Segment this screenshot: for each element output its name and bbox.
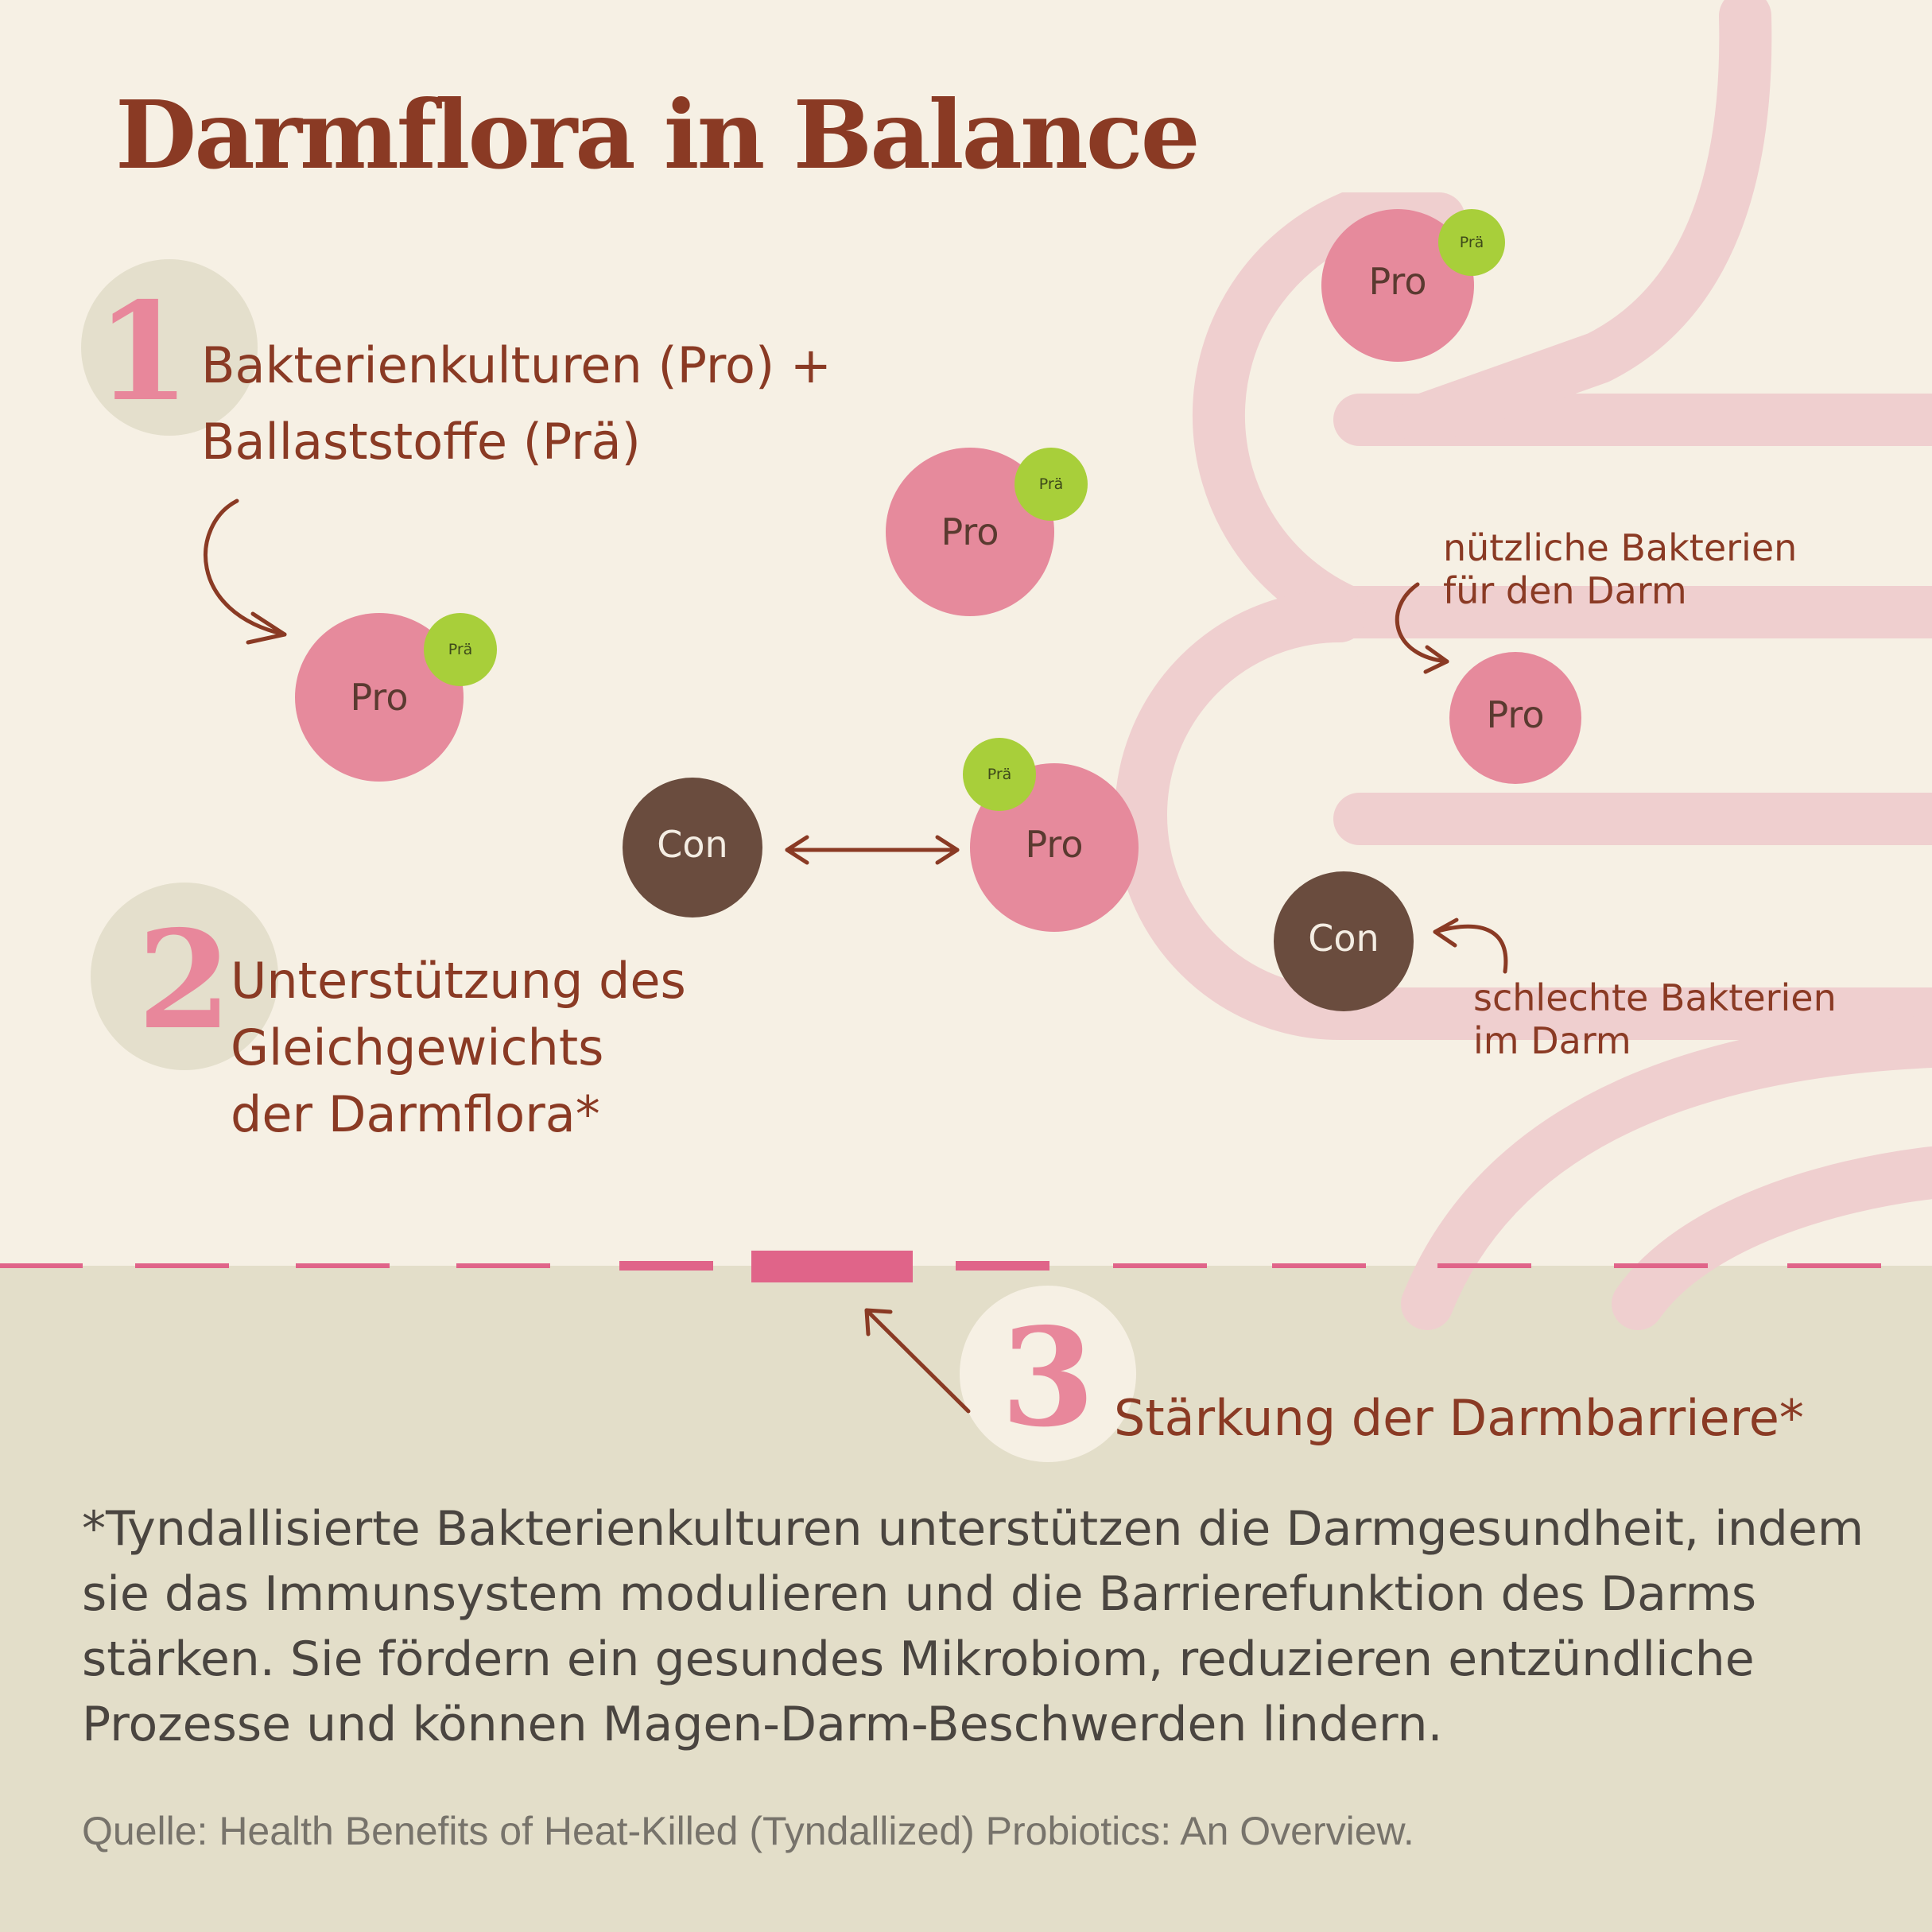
intestine-curve-top-right-2: [1741, 239, 1932, 420]
bad-bacteria-label: schlechte Bakterien im Darm: [1473, 976, 1837, 1062]
step1-line2: Ballaststoffe (Prä): [201, 413, 641, 471]
svg-text:Pro: Pro: [1026, 823, 1084, 866]
svg-text:Prä: Prä: [987, 766, 1012, 783]
svg-text:Prä: Prä: [1460, 234, 1484, 251]
step1-line1: Bakterienkulturen (Pro) +: [201, 336, 832, 394]
step2-text: Unterstützung des Gleichgewichts der Dar…: [231, 948, 686, 1148]
step3-number: 3: [1001, 1298, 1095, 1457]
good-bacteria-label: nützliche Bakterien für den Darm: [1443, 526, 1797, 612]
arrow-step3-to-barrier: [864, 1308, 971, 1414]
footnote: *Tyndallisierte Bakterienkulturen unters…: [82, 1501, 1864, 1752]
bacterium-pro-4: Pro Prä: [963, 738, 1139, 932]
step2-line1: Unterstützung des: [231, 952, 686, 1010]
step1-text: Bakterienkulturen (Pro) + Ballaststoffe …: [201, 332, 832, 475]
prebiotic-1: [424, 613, 497, 686]
step2-line3: der Darmflora*: [231, 1085, 600, 1143]
step1-disc: [81, 259, 258, 436]
step3-line1: Stärkung der Darmbarriere*: [1114, 1389, 1804, 1447]
intestine-arc-upper: [1192, 192, 1932, 638]
svg-text:Pro: Pro: [1487, 693, 1545, 736]
step3-text: Stärkung der Darmbarriere*: [1114, 1385, 1804, 1452]
intestine-curve-bottom-2: [1612, 1146, 1932, 1330]
double-arrow-con-pro: [785, 835, 960, 865]
arrow-step1-to-pro: [204, 499, 287, 645]
svg-text:Pro: Pro: [941, 510, 999, 553]
step3-disc: [960, 1286, 1136, 1462]
good-bacteria-label-line2: für den Darm: [1443, 569, 1687, 612]
barrier-line: [0, 1251, 1881, 1282]
intestine-tubes: [1115, 0, 1932, 1330]
bad-bacteria-label-line2: im Darm: [1473, 1019, 1631, 1062]
page-title: Darmflora in Balance: [115, 80, 1201, 190]
barrier-highlight: [751, 1251, 913, 1282]
intestine-curve-bottom-1: [1401, 1015, 1932, 1330]
bacterium-con-2: Con: [1274, 871, 1414, 1011]
step2-line2: Gleichgewichts: [231, 1018, 604, 1077]
bacterium-con-1: Con: [623, 778, 762, 918]
arrow-bad-label: [1433, 918, 1508, 974]
step2-disc: [91, 883, 278, 1070]
prebiotic-4: [963, 738, 1036, 811]
svg-text:Pro: Pro: [351, 676, 409, 719]
bacterium-pro-3: Pro Prä: [1321, 209, 1505, 362]
svg-text:Prä: Prä: [1039, 475, 1064, 493]
bacterium-pro-2: Pro Prä: [886, 448, 1088, 616]
svg-text:Con: Con: [657, 823, 727, 866]
prebiotic-2: [1014, 448, 1088, 521]
bad-bacteria-label-line1: schlechte Bakterien: [1473, 976, 1837, 1019]
bacterium-pro-1: Pro Prä: [295, 613, 497, 782]
step2-number: 2: [138, 901, 231, 1060]
source-citation: Quelle: Health Benefits of Heat-Killed (…: [82, 1809, 1414, 1853]
svg-text:Pro: Pro: [1369, 260, 1427, 303]
prebiotic-3: [1438, 209, 1505, 276]
intestine-curve-top-right: [1397, 0, 1772, 446]
intestine-arc-lower: [1115, 590, 1932, 1040]
step1-number: 1: [96, 273, 190, 432]
svg-text:Prä: Prä: [448, 641, 473, 658]
good-bacteria-label-line1: nützliche Bakterien: [1443, 526, 1798, 569]
svg-text:Con: Con: [1308, 917, 1379, 960]
arrow-good-label: [1395, 582, 1449, 674]
bacterium-pro-5: Pro: [1449, 652, 1581, 784]
